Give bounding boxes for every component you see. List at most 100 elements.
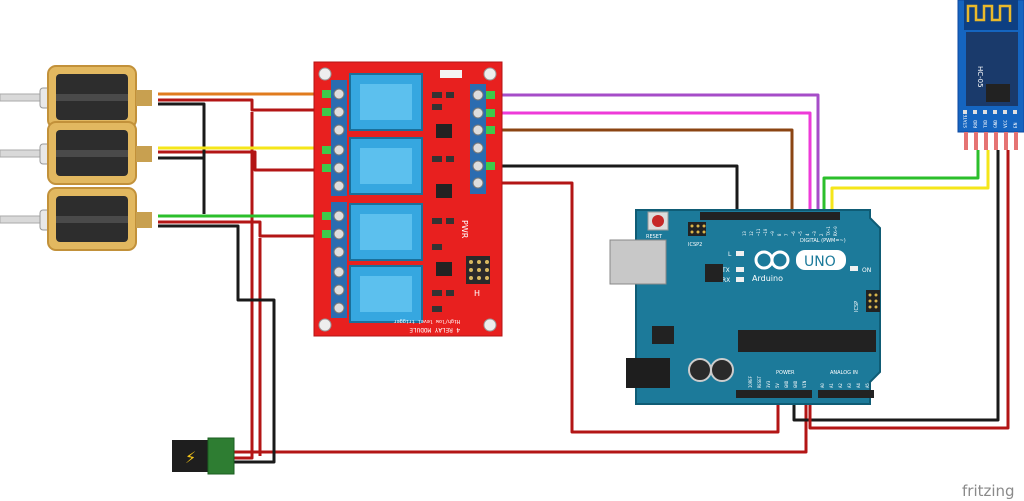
arduino-logo: Arduino (752, 250, 790, 283)
hc05-pin-label: TXD (983, 120, 989, 128)
uno-badge (796, 250, 846, 270)
fritzing-watermark: fritzing (962, 482, 1015, 500)
uno-label: UNO (804, 254, 836, 270)
icsp2-header (688, 222, 706, 236)
power-pin-label: GND (784, 380, 789, 388)
relay-module: PWR H 4 RELAY MODULE High/low level trig… (313, 61, 503, 337)
tx-led (736, 267, 744, 272)
relay-jumper-label: H (474, 289, 480, 298)
reset-label: RESET (646, 234, 663, 240)
analog-pin-label: A3 (847, 383, 852, 388)
wire-red-relay-bus1 (234, 112, 254, 460)
wire-red-solenoid2 (158, 150, 322, 172)
hc05-pin-label: EN (1013, 122, 1019, 128)
digital-pin-label: 2 (819, 233, 824, 236)
solenoid-3 (0, 187, 152, 251)
icsp-header (866, 290, 880, 312)
hc05-pin-label: GND (993, 120, 999, 128)
tx-led-label: TX (721, 267, 730, 274)
digital-pin-label: 8 (777, 233, 782, 236)
relay-pwr-label: PWR (460, 220, 469, 239)
capacitor-2 (710, 358, 734, 382)
wire-red-jack-vin (234, 395, 808, 454)
digital-pin-label: ~6 (791, 231, 796, 236)
solenoid-1 (0, 65, 152, 129)
mount-hole-tl (318, 67, 332, 81)
wire-purple-in1 (494, 93, 820, 214)
power-pin-label: 3V3 (766, 380, 771, 388)
digital-pin-label: ~11 (756, 228, 761, 236)
digital-label: DIGITAL (PWM=~) (800, 238, 846, 244)
power-pin-label: RESET (757, 375, 762, 388)
digital-pin-label: 7 (784, 233, 789, 236)
digital-pin-label: 4 (805, 233, 810, 236)
rx-led (736, 277, 744, 282)
icsp-label: ICSP (854, 301, 860, 312)
rx-led-label: RX (722, 277, 730, 284)
digital-pin-label: 12 (749, 231, 754, 236)
digital-pin-label: ~10 (763, 228, 768, 236)
chip-atmega (738, 330, 876, 352)
digital-pin-label: RX←0 (833, 226, 838, 236)
relay-title-line1: 4 RELAY MODULE (409, 326, 460, 333)
wire-black-bt-gnd (792, 150, 1000, 422)
wire-yellow-bt-rx (830, 150, 990, 214)
wire-red-relay-vcc (494, 181, 780, 434)
relays (349, 73, 423, 323)
wire-red-bt-vcc (808, 150, 1010, 430)
on-led-label: ON (862, 267, 871, 274)
chip-16u2 (705, 264, 723, 282)
analog-pin-label: A0 (820, 383, 825, 388)
l-led-label: L (728, 251, 732, 258)
relay-components (432, 70, 462, 312)
digital-pin-label: ~5 (798, 231, 803, 236)
power-pin-label: VIN (802, 380, 807, 388)
power-header (736, 390, 812, 398)
power-jack-symbol: ⚡ (185, 448, 196, 467)
wire-red-solenoid1 (158, 98, 322, 112)
hc05-name: HC-05 (976, 66, 984, 88)
usb-port (609, 239, 667, 285)
digital-pin-label: 13 (742, 231, 747, 236)
analog-pin-label: A4 (856, 383, 861, 388)
input-terminals (470, 84, 495, 194)
power-jack: ⚡ (172, 437, 235, 475)
hc05-chip (986, 84, 1010, 102)
analog-label: ANALOG IN (830, 370, 858, 376)
relay-title-line2: High/low level trigger (394, 318, 460, 324)
voltage-regulator (652, 326, 674, 344)
on-led (850, 266, 858, 271)
capacitor-1 (688, 358, 712, 382)
analog-pin-label: A5 (865, 383, 870, 388)
arduino-brand: Arduino (752, 274, 783, 283)
analog-pin-labels: A0 A1 A2 A3 A4 A5 (820, 383, 870, 388)
mount-hole-bl (318, 318, 332, 332)
hc05-pin-label: RXD (973, 120, 979, 128)
dc-barrel-jack (626, 358, 670, 388)
wire-magenta-in2 (494, 111, 812, 214)
wire-black-solenoid3 (158, 224, 276, 464)
antenna-trace (966, 4, 1012, 22)
wires (158, 92, 1010, 464)
analog-pin-label: A1 (829, 383, 834, 388)
digital-pin-label: ~9 (770, 231, 775, 236)
digital-pin-label: TX→1 (826, 226, 831, 236)
solenoid-2 (0, 121, 152, 185)
output-terminals (322, 80, 347, 318)
analog-pin-label: A2 (838, 383, 843, 388)
wire-green-bt-tx (822, 150, 980, 214)
mount-hole-tr (483, 67, 497, 81)
power-pin-label: 5V (775, 383, 780, 388)
power-pin-label: IOREF (748, 375, 753, 388)
mount-hole-br (483, 318, 497, 332)
hc05-pin-label: VCC (1003, 120, 1009, 128)
wire-brown-in3 (494, 128, 794, 214)
wire-black-solenoid1 (158, 102, 206, 214)
